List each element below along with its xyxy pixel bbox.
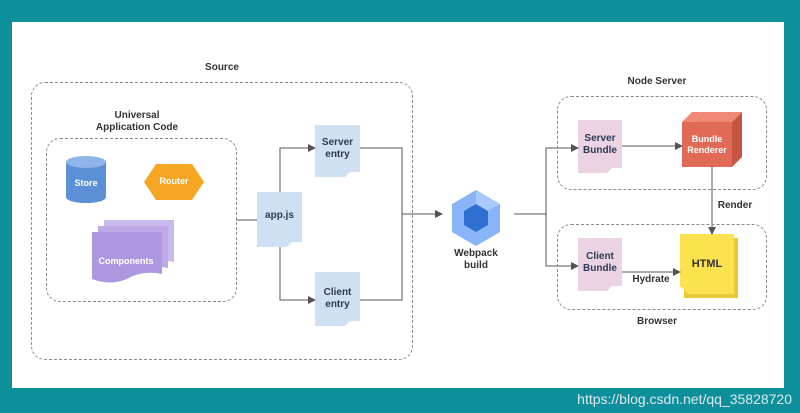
router-label: Router [159, 176, 189, 186]
server-entry-label: Server entry [315, 130, 360, 168]
server-bundle-label: Server Bundle [578, 126, 622, 164]
browser-group [557, 224, 767, 310]
appjs-doc [257, 192, 302, 247]
store-cylinder [66, 156, 106, 203]
server-entry-line2: entry [325, 149, 350, 160]
store-label: Store [74, 178, 98, 188]
bundle-renderer-label: Bundle Renderer [682, 126, 732, 164]
source-group [31, 82, 413, 360]
connectors [236, 142, 716, 304]
source-title: Source [205, 62, 239, 73]
html-label: HTML [691, 258, 723, 270]
webpack-line2: build [464, 260, 488, 271]
browser-title: Browser [636, 316, 677, 327]
webpack-line1: Webpack [454, 248, 498, 259]
diagram-canvas: Source Universal Application Code Node S… [12, 22, 784, 388]
client-bundle-line1: Client [586, 251, 614, 262]
universal-title-line1: Universal [114, 110, 160, 121]
universal-app-group [46, 138, 237, 302]
client-entry-label: Client entry [315, 280, 360, 318]
watermark-text: https://blog.csdn.net/qq_35828720 [577, 391, 792, 407]
client-bundle-doc [578, 238, 622, 291]
router-hexagon [144, 164, 204, 200]
node-server-title: Node Server [627, 76, 687, 87]
server-entry-doc [315, 125, 360, 177]
components-label: Components [98, 256, 154, 266]
node-server-group [557, 96, 767, 190]
webpack-cube [452, 190, 500, 246]
client-bundle-label: Client Bundle [578, 244, 622, 282]
client-entry-line1: Client [323, 287, 352, 298]
server-bundle-line2: Bundle [583, 145, 617, 156]
server-entry-line1: Server [321, 137, 354, 148]
bundle-renderer-line2: Renderer [687, 145, 727, 155]
universal-title: Universal Application Code [82, 110, 192, 134]
bundle-renderer-cube [682, 112, 742, 167]
appjs-label: app.js [265, 210, 294, 221]
client-entry-line2: entry [325, 299, 350, 310]
hydrate-label: Hydrate [632, 274, 670, 285]
client-bundle-line2: Bundle [583, 263, 617, 274]
server-bundle-doc [578, 120, 622, 173]
render-label: Render [717, 200, 753, 211]
diagram-svg [66, 112, 742, 326]
html-note [680, 234, 738, 298]
components-stack [92, 220, 174, 283]
webpack-label: Webpack build [446, 248, 506, 272]
server-bundle-line1: Server [584, 133, 616, 144]
bundle-renderer-line1: Bundle [691, 134, 723, 144]
client-entry-doc [315, 272, 360, 326]
universal-title-line2: Application Code [95, 122, 179, 133]
